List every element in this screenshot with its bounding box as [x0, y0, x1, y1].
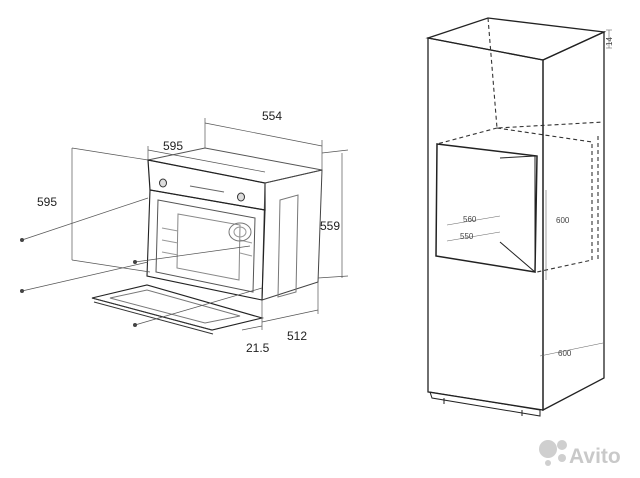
cabinet-niche-inner — [499, 155, 536, 274]
oven-fan — [228, 222, 252, 242]
control-display — [189, 185, 225, 193]
dim-width: 595 — [163, 139, 183, 153]
cabinet-plinth — [429, 391, 541, 417]
oven-dimension-lines — [21, 118, 349, 331]
knob-right — [237, 192, 245, 202]
dim-cabinet-depth: 600 — [558, 349, 572, 358]
avito-watermark: Avito — [539, 440, 621, 468]
cabinet-top — [425, 17, 607, 61]
dim-door-gap: 21.5 — [246, 341, 270, 355]
cabinet-dimension-lines — [446, 29, 612, 357]
oven-cavity-back — [176, 213, 241, 281]
cabinet-niche — [435, 143, 538, 273]
dim-top-gap: 14 — [605, 37, 614, 46]
cabinet-drawing — [425, 17, 607, 417]
oven-front-frame — [146, 189, 266, 301]
cabinet-hidden-lines — [436, 17, 605, 273]
knob-left — [159, 178, 167, 188]
screw-icon — [133, 260, 137, 264]
screw-icon — [20, 238, 24, 242]
dim-height-left: 595 — [37, 195, 57, 209]
avito-dots-icon — [539, 440, 567, 466]
screw-icon — [20, 289, 24, 293]
oven-door — [91, 284, 265, 331]
oven-side — [261, 169, 323, 301]
dim-height-right: 559 — [320, 219, 340, 233]
cabinet-front — [427, 37, 544, 411]
screw-icon — [133, 323, 137, 327]
oven-side-vent — [277, 194, 299, 298]
oven-drawing — [91, 147, 323, 335]
watermark-text: Avito — [569, 445, 621, 468]
screw-icons — [20, 238, 137, 327]
dim-niche-depth-inner: 550 — [460, 232, 474, 241]
dim-niche-depth-outer: 560 — [463, 215, 477, 224]
dim-depth-bottom: 512 — [287, 329, 307, 343]
dim-niche-height: 600 — [556, 216, 570, 225]
dim-depth-top: 554 — [262, 109, 282, 123]
oven-cavity — [155, 199, 256, 293]
oven-door-glass — [109, 289, 241, 324]
